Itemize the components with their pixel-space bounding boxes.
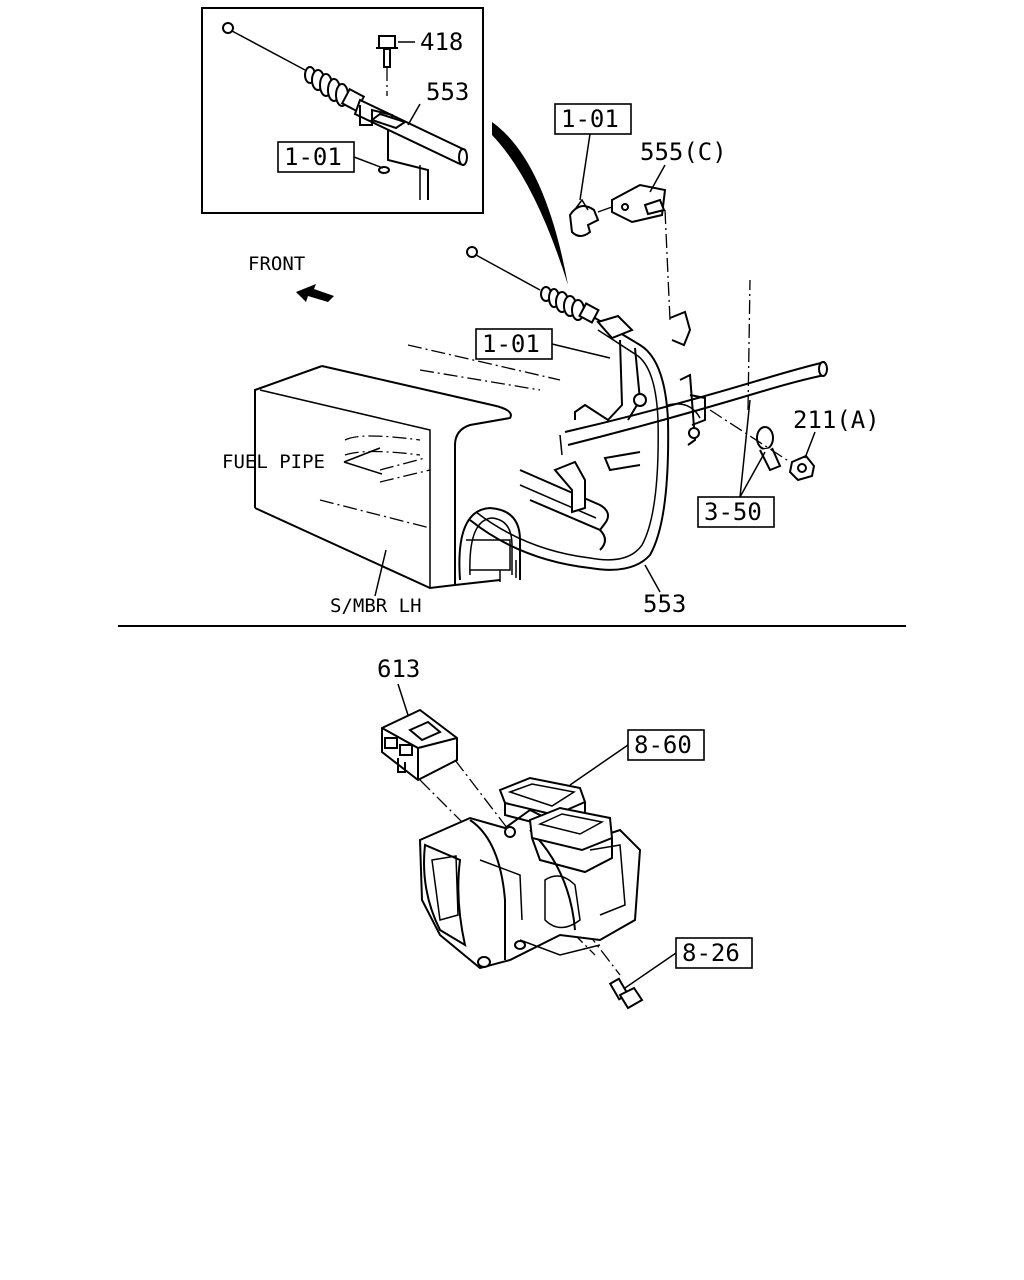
label-553: 553 (643, 590, 686, 618)
heater-unit-assembly: 613 (377, 655, 753, 1010)
cable-553-route (469, 317, 670, 571)
label-555c: 555(C) (640, 138, 727, 166)
duct-8-60 (498, 776, 614, 874)
label-418: 418 (420, 28, 463, 56)
nut-211a (788, 454, 816, 482)
ref-8-26: 8-26 (682, 939, 740, 967)
front-arrow-icon (296, 284, 334, 302)
fuel-pipe (344, 435, 431, 483)
ref-mid-1-01: 1-01 (482, 330, 540, 358)
ref-8-60: 8-60 (634, 731, 692, 759)
label-smbr-lh: S/MBR LH (330, 595, 422, 617)
main-cable-bellows (540, 286, 600, 324)
cable-assembly: FUEL PIPE S/MBR LH (222, 103, 880, 618)
label-front: FRONT (248, 253, 305, 275)
module-613 (381, 708, 458, 782)
label-fuel-pipe: FUEL PIPE (222, 451, 325, 473)
bolt-8-26 (608, 977, 644, 1010)
cable-bracket (574, 314, 647, 472)
label-inset-553: 553 (426, 78, 469, 106)
inset-pointer-arrow (492, 122, 568, 285)
pipe-clamp (756, 426, 782, 472)
cable-clip (568, 198, 600, 237)
ref-3-50: 3-50 (704, 498, 762, 526)
inset-frame (201, 7, 484, 214)
side-member (254, 344, 561, 590)
label-613: 613 (377, 655, 420, 683)
inset-detail: 418 553 1-01 (201, 7, 484, 214)
inset-cable-bellows (304, 66, 366, 113)
ref-inset-1-01: 1-01 (284, 143, 342, 171)
inset-bolt-418 (376, 35, 398, 96)
bracket-555c (611, 183, 671, 321)
ref-upper-1-01: 1-01 (561, 105, 619, 133)
front-indicator: FRONT (248, 253, 334, 302)
label-211a: 211(A) (793, 406, 880, 434)
